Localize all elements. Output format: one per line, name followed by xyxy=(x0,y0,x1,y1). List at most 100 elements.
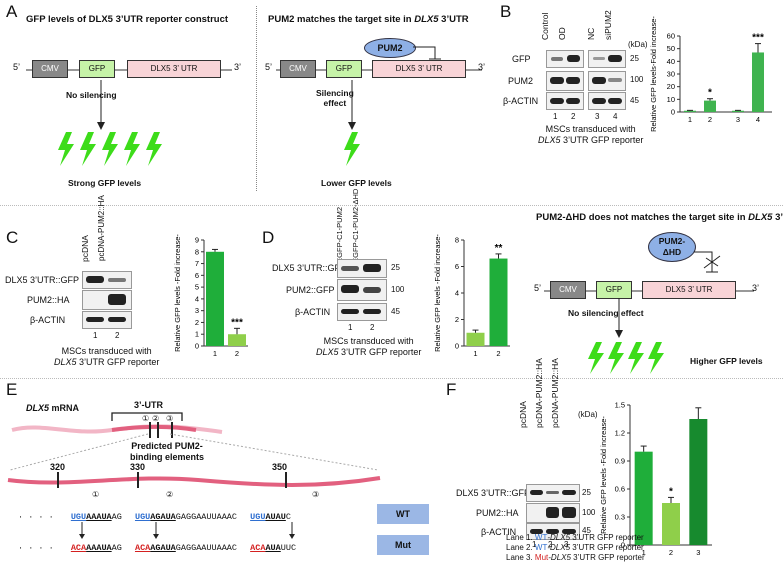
y-tick-label: 3 xyxy=(195,306,199,315)
y-tick-label: 0 xyxy=(195,342,199,351)
y-tick-label: 4 xyxy=(455,289,459,298)
cmv-box-2: CMV xyxy=(280,60,316,78)
significance-label: *** xyxy=(752,33,764,44)
row-label-actin: β-ACTIN xyxy=(295,307,331,317)
blot-f-gfp xyxy=(526,484,580,502)
position-330: 330 xyxy=(130,462,146,472)
bar xyxy=(634,451,653,545)
utr-bracket xyxy=(111,412,183,421)
x-tick-label: 1 xyxy=(473,349,477,358)
utr-box-3: DLX5 3’ UTR xyxy=(642,281,736,299)
y-axis-label: Relative GFP levels -Fold increase- xyxy=(599,416,608,534)
y-axis-label: Relative GFP levels -Fold increase- xyxy=(433,234,442,352)
down-arrow-icon-2 xyxy=(348,80,356,130)
y-tick-label: 1 xyxy=(195,330,199,339)
x-tick-label: 4 xyxy=(756,115,760,124)
legend-line: Lane 1. WT-DLX5 3’UTR GFP reporter xyxy=(506,533,644,542)
row-label-utr-gfp: DLX5 3’UTR::GFP xyxy=(5,275,80,285)
y-tick-label: 30 xyxy=(667,70,675,79)
marker-25: 25 xyxy=(630,54,639,63)
higher-bolts-icon xyxy=(588,342,664,374)
blot-d-pum2 xyxy=(337,279,387,301)
kda-label-f: (kDa) xyxy=(578,410,598,419)
down-arrow-icon-3 xyxy=(615,298,623,338)
three-prime-label-2: 3’ xyxy=(478,62,486,72)
lane-label-control: Control xyxy=(540,12,550,40)
zoom-lines xyxy=(9,433,379,471)
position-320: 320 xyxy=(50,462,66,472)
circled-1: ① xyxy=(142,414,150,423)
kda-label: (kDa) xyxy=(628,40,648,49)
y-tick-label: 8 xyxy=(455,236,459,245)
bar xyxy=(732,110,744,112)
marker-25: 25 xyxy=(391,263,400,272)
blot-b-actin-right xyxy=(588,92,626,110)
three-prime-label-3: 3’ xyxy=(752,283,760,293)
y-tick-label: 0.9 xyxy=(615,457,625,466)
row-label-pum2-ha: PUM2::HA xyxy=(476,508,519,518)
lower-gfp-label: Lower GFP levels xyxy=(321,178,392,188)
panel-label-e: E xyxy=(6,380,18,399)
y-tick-label: 0 xyxy=(455,342,459,351)
blot-b-pum2-left xyxy=(546,71,584,91)
no-silencing-effect-label: No silencing effect xyxy=(568,308,644,318)
utr-box: DLX5 3’ UTR xyxy=(127,60,221,78)
circled-2b: ② xyxy=(166,490,174,499)
panel-b-lane-labels: Control OD NC siPUM2 xyxy=(540,0,630,40)
y-tick-label: 1.2 xyxy=(615,429,625,438)
no-silencing-label: No silencing xyxy=(66,90,117,100)
marker-100: 100 xyxy=(391,285,405,294)
horizontal-divider-1 xyxy=(0,205,783,206)
utr-box-2: DLX5 3’ UTR xyxy=(372,60,466,78)
x-tick-label: 2 xyxy=(708,115,712,124)
row-label-actin: β-ACTIN xyxy=(30,315,66,325)
legend-line: Lane 3. Mut-DLX5 3’UTR GFP reporter xyxy=(506,553,645,562)
blot-d-gfp xyxy=(337,259,387,278)
row-label-actin: β-ACTIN xyxy=(503,96,539,106)
row-label-gfp: GFP xyxy=(512,54,531,64)
lane-num: 2 xyxy=(115,331,120,340)
bar xyxy=(228,334,246,346)
y-tick-label: 0.3 xyxy=(615,513,625,522)
predicted-label: Predicted PUM2-binding elements xyxy=(130,441,205,462)
mut-box: Mut xyxy=(377,535,429,555)
three-utr-label: 3’-UTR xyxy=(134,400,163,410)
x-tick-label: 2 xyxy=(669,548,673,557)
y-tick-label: 0.6 xyxy=(615,485,625,494)
panel-label-d: D xyxy=(262,228,275,247)
blot-c-actin xyxy=(82,311,132,329)
y-tick-label: 0 xyxy=(671,108,675,117)
marker-45: 45 xyxy=(582,526,591,535)
x-tick-label: 3 xyxy=(696,548,700,557)
significance-label: * xyxy=(708,88,712,99)
row-label-actin: β-ACTIN xyxy=(481,527,517,537)
y-tick-label: 2 xyxy=(455,315,459,324)
down-arrow-icon xyxy=(97,80,105,130)
panel-a-left-title: GFP levels of DLX5 3’UTR reporter constr… xyxy=(26,14,229,25)
blot-c-pum2 xyxy=(82,290,132,310)
lane-label-od: OD xyxy=(557,27,567,40)
lane-num: 1 xyxy=(348,323,353,332)
mut-sequence: · · · · ACAAAAUAAG ACAAGAUAGAGGAAUUAAAC … xyxy=(18,543,297,553)
y-tick-label: 6 xyxy=(455,262,459,271)
panel-d-right-title: PUM2-ΔHD does not matches the target sit… xyxy=(536,212,783,223)
significance-label: *** xyxy=(231,317,243,328)
lane-num: 1 xyxy=(532,540,537,549)
lane-num: 3 xyxy=(564,540,569,549)
blot-b-gfp-right xyxy=(588,50,626,68)
x-tick-label: 2 xyxy=(496,349,500,358)
cmv-box-3: CMV xyxy=(550,281,586,299)
y-tick-label: 1.5 xyxy=(615,401,625,410)
higher-gfp-label: Higher GFP levels xyxy=(690,356,763,366)
blot-c-gfp xyxy=(82,271,132,289)
y-tick-label: 20 xyxy=(667,82,675,91)
panel-label-a: A xyxy=(6,2,18,21)
circled-3: ③ xyxy=(166,414,174,423)
row-label-utr-gfp: DLX5 3’UTR::GFP xyxy=(456,488,531,498)
legend-line: Lane 2. WT-DLX5 3’UTR GFP reporter xyxy=(506,543,644,552)
